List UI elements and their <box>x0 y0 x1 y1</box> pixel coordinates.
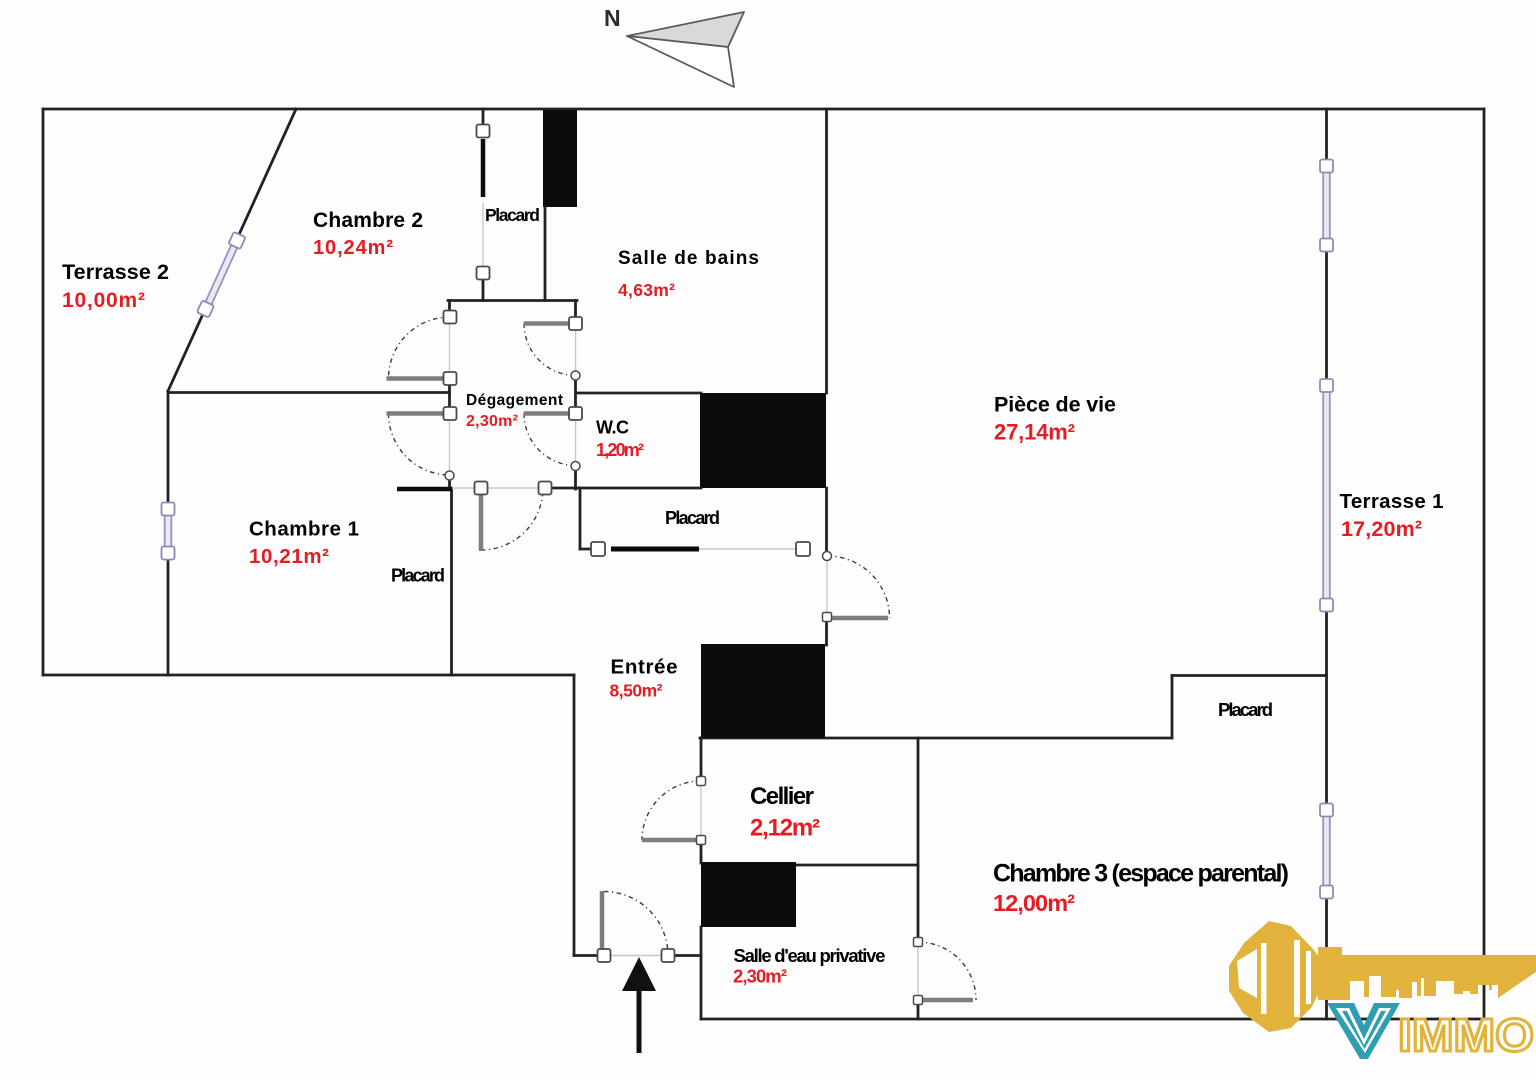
svg-text:Chambre 1: Chambre 1 <box>249 518 359 541</box>
svg-text:N: N <box>604 5 621 31</box>
svg-text:Placard: Placard <box>1218 699 1273 720</box>
svg-text:IMMO: IMMO <box>1398 1009 1534 1061</box>
svg-text:4,63m²: 4,63m² <box>618 280 675 300</box>
svg-text:10,21m²: 10,21m² <box>249 545 329 568</box>
svg-text:27,14m²: 27,14m² <box>994 420 1075 445</box>
svg-text:2,30m²: 2,30m² <box>466 413 518 430</box>
svg-text:Terrasse 2: Terrasse 2 <box>62 260 169 284</box>
svg-text:Entrée: Entrée <box>611 656 678 679</box>
svg-text:8,50m²: 8,50m² <box>610 681 663 701</box>
svg-text:17,20m²: 17,20m² <box>1341 517 1422 541</box>
svg-text:Terrasse 1: Terrasse 1 <box>1340 490 1444 513</box>
svg-text:10,24m²: 10,24m² <box>313 237 393 259</box>
svg-text:Placard: Placard <box>665 508 720 528</box>
svg-text:Salle de bains: Salle de bains <box>618 248 759 269</box>
svg-text:Pièce de vie: Pièce de vie <box>994 393 1116 417</box>
svg-text:Dégagement: Dégagement <box>466 392 563 409</box>
svg-text:12,00m²: 12,00m² <box>993 890 1075 916</box>
svg-text:Chambre 2: Chambre 2 <box>313 209 423 232</box>
svg-text:Salle d'eau privative: Salle d'eau privative <box>734 945 886 966</box>
svg-text:2,30m²: 2,30m² <box>733 966 787 987</box>
svg-text:2,12m²: 2,12m² <box>750 815 820 842</box>
svg-text:Cellier: Cellier <box>750 783 814 810</box>
svg-text:Chambre 3 (espace parental): Chambre 3 (espace parental) <box>993 860 1289 888</box>
svg-text:Placard: Placard <box>391 566 445 586</box>
svg-text:W.C: W.C <box>596 418 629 438</box>
svg-text:10,00m²: 10,00m² <box>62 289 145 312</box>
svg-text:Placard: Placard <box>485 205 540 225</box>
svg-text:1,20m²: 1,20m² <box>596 440 644 460</box>
